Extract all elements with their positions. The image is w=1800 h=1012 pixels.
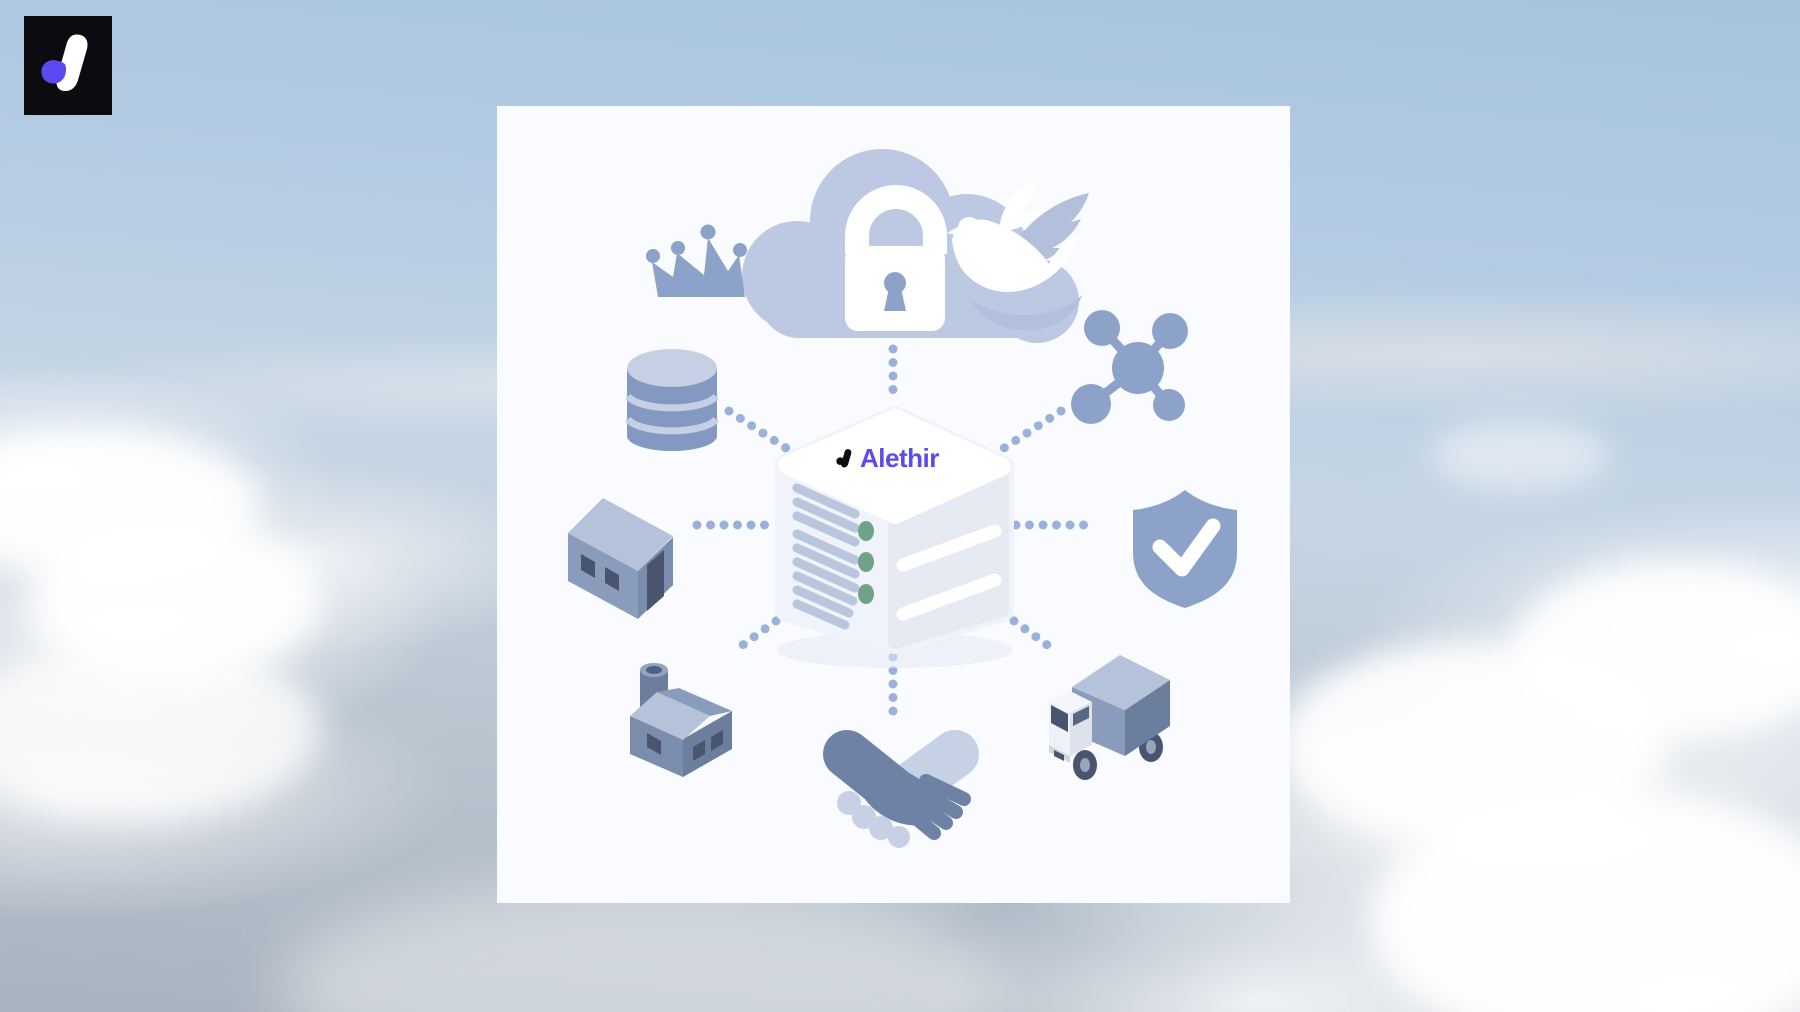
truck-cargo-top (1072, 655, 1170, 710)
house-window (581, 554, 595, 578)
database-icon (625, 349, 719, 451)
cloud-photo (1430, 420, 1610, 490)
crown-icon (646, 224, 747, 297)
factory-right-wall (683, 711, 732, 777)
cloud-photo (0, 640, 320, 820)
connector-northwest (724, 406, 794, 455)
dove-icon (947, 181, 1089, 331)
server-wordmark: Alethir (836, 443, 940, 473)
truck-license-plate (1054, 750, 1064, 761)
handshake-icon (823, 730, 979, 848)
dove-body (952, 219, 1080, 292)
house-window (605, 567, 619, 591)
keyhole (884, 272, 906, 311)
house-left-wall (568, 533, 638, 619)
led (858, 552, 874, 572)
house-roof (568, 498, 673, 571)
house-door (647, 550, 664, 611)
illustration: Alethir (568, 149, 1237, 848)
alethir-mark-icon (836, 449, 852, 468)
factory-icon (630, 663, 732, 777)
hand-fingers (893, 774, 971, 840)
house-icon (568, 498, 673, 619)
shield-check-icon (1133, 490, 1237, 608)
truck-cargo-side (1125, 680, 1170, 756)
led (858, 521, 874, 541)
logo-mark (41, 34, 88, 92)
illustration-panel: Alethir (497, 106, 1290, 903)
server-vents (792, 483, 860, 630)
db-band (625, 393, 719, 412)
led (858, 584, 874, 604)
padlock-shackle (845, 185, 947, 254)
shield-shape (1133, 490, 1237, 608)
truck-wheel-hub (1080, 758, 1090, 772)
factory-roof (630, 692, 710, 740)
db-top (627, 349, 717, 387)
factory-window (693, 740, 705, 761)
connectors (692, 344, 1102, 729)
truck-cab-top (1049, 691, 1092, 713)
server-grooves (896, 524, 1002, 621)
wordmark-text: Alethir (860, 443, 939, 473)
server-top-face (778, 409, 1011, 524)
hand-knuckles (837, 791, 910, 848)
connector-southwest (728, 608, 792, 657)
cloud-photo (1510, 560, 1800, 740)
connector-northeast (996, 406, 1066, 455)
check-mark (1152, 518, 1221, 577)
truck-windshield (1051, 705, 1068, 732)
mark-drop (836, 457, 845, 465)
server-icon: Alethir (775, 406, 1014, 668)
factory-gable (657, 688, 732, 716)
dove-wing (999, 181, 1045, 231)
cloud-photo (1370, 790, 1800, 1012)
server-leds (858, 521, 874, 604)
dove-tail-swoosh (969, 295, 1082, 331)
factory-chimney-hole (646, 666, 662, 674)
db-band (625, 416, 719, 435)
connector-southeast (998, 608, 1062, 657)
brand-logo (24, 16, 112, 115)
factory-window (711, 730, 723, 751)
factory-window (647, 733, 661, 755)
mark-drop (41, 60, 67, 84)
truck-wheel-hub (1146, 740, 1156, 754)
dove-beak (947, 224, 964, 237)
network-icon (1071, 310, 1188, 424)
truck-icon (1049, 655, 1170, 780)
network-nodes (1071, 310, 1188, 424)
alethir-mark-icon (24, 16, 112, 115)
truck-side-window (1073, 706, 1089, 726)
